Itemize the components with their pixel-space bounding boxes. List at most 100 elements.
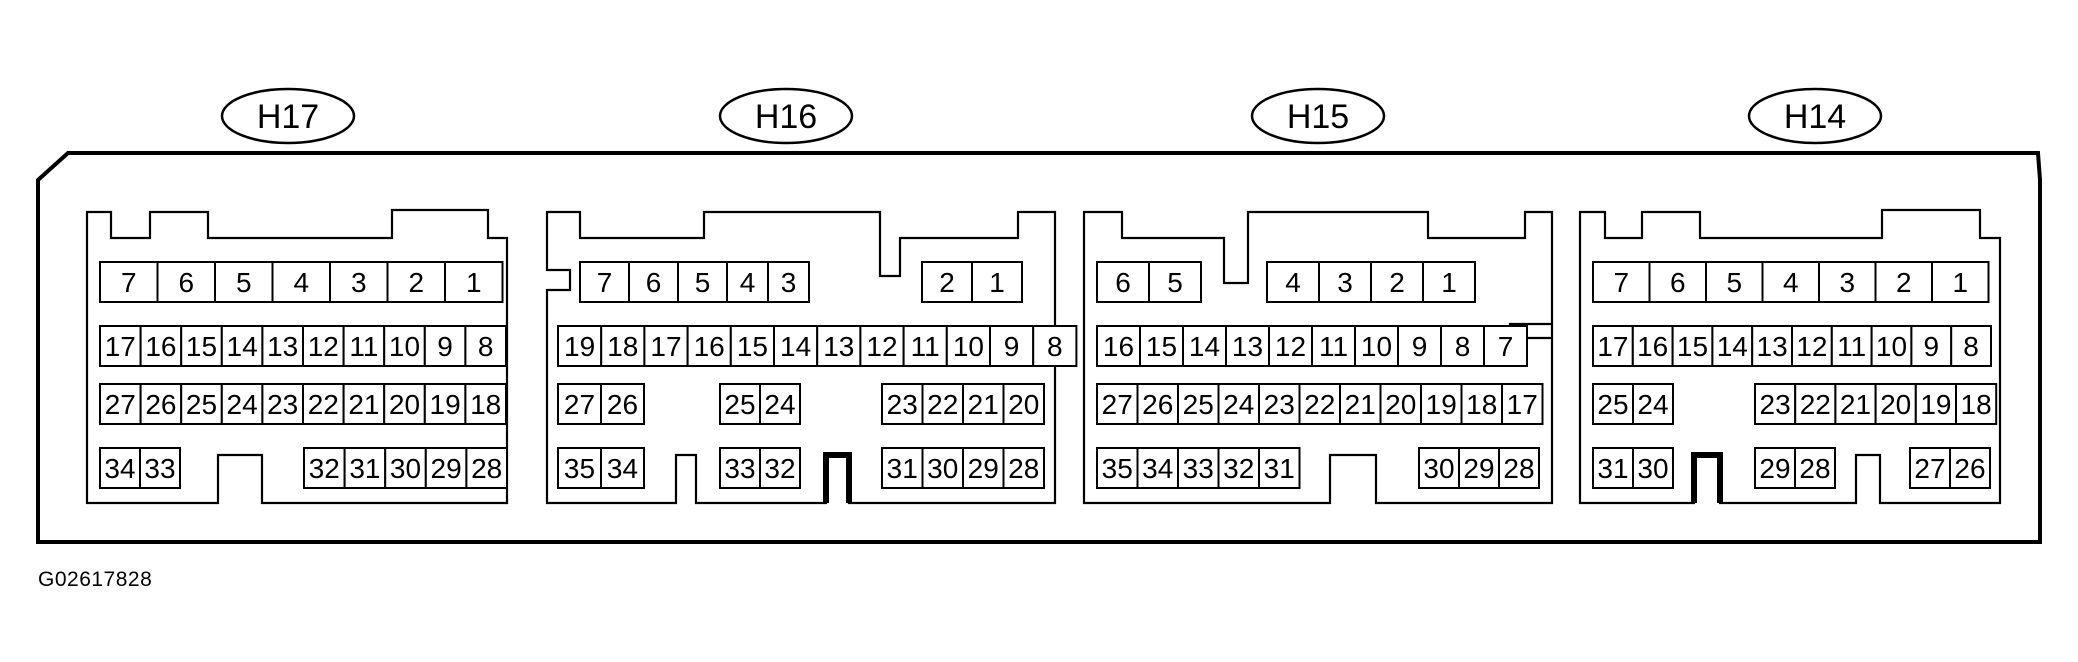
pin-cavity <box>99 325 142 367</box>
pin-number: 14 <box>1189 331 1220 362</box>
pin-number: 33 <box>724 453 755 484</box>
pin-number: 26 <box>145 389 176 420</box>
pin-number: 34 <box>104 453 135 484</box>
pin-cavity <box>1418 447 1460 489</box>
pin-number: 11 <box>349 331 378 362</box>
pin-number: 10 <box>953 331 984 362</box>
pin-number: 13 <box>267 331 298 362</box>
pin-cavity <box>1754 383 1797 425</box>
pin-number: 30 <box>927 453 958 484</box>
pin-number: 22 <box>1800 389 1831 420</box>
connector-label-text: H17 <box>257 98 319 136</box>
pin-number: 23 <box>1760 389 1791 420</box>
pin-number: 9 <box>1004 331 1020 362</box>
pin-number: 13 <box>1232 331 1263 362</box>
pin-number: 11 <box>1837 331 1866 362</box>
pin-number: 31 <box>887 453 918 484</box>
pin-cavity <box>579 261 630 303</box>
pin-number: 6 <box>178 267 194 298</box>
pin-cavity <box>600 383 645 425</box>
pin-cavity <box>1751 325 1793 367</box>
pin-number: 15 <box>186 331 217 362</box>
pin-cavity <box>1592 383 1634 425</box>
pin-cavity <box>1632 447 1674 489</box>
pin-cavity <box>465 447 508 489</box>
pin-number: 26 <box>1142 389 1173 420</box>
pin-number: 30 <box>1637 453 1668 484</box>
pin-cavity <box>759 383 801 425</box>
pin-cavity <box>302 383 345 425</box>
pin-cavity <box>881 383 924 425</box>
pin-cavity <box>945 325 991 367</box>
connector-outline-h15 <box>1082 210 1554 505</box>
pin-number: 35 <box>1102 453 1133 484</box>
pin-cavity <box>1949 447 1991 489</box>
pin-cavity <box>1096 261 1150 303</box>
pin-cavity <box>139 447 181 489</box>
pin-number: 2 <box>1389 267 1405 298</box>
pin-number: 28 <box>1799 453 1830 484</box>
pin-number: 10 <box>1876 331 1907 362</box>
pin-cavity <box>1874 261 1933 303</box>
pin-cavity <box>99 447 141 489</box>
pin-cavity <box>1379 383 1422 425</box>
pin-number: 25 <box>186 389 217 420</box>
pin-cavity <box>1136 383 1179 425</box>
pin-cavity <box>1268 325 1313 367</box>
pin-cavity <box>1834 383 1877 425</box>
pin-number: 3 <box>1337 267 1353 298</box>
pin-number: 16 <box>1637 331 1668 362</box>
connector-label-text: H16 <box>755 98 817 136</box>
pin-number: 7 <box>597 267 613 298</box>
pin-cavity <box>1354 325 1399 367</box>
pin-number: 16 <box>694 331 725 362</box>
pin-number: 9 <box>1412 331 1428 362</box>
pin-cavity <box>1794 447 1836 489</box>
pin-number: 17 <box>650 331 681 362</box>
pin-cavity <box>1148 261 1202 303</box>
pin-number: 16 <box>1103 331 1134 362</box>
pin-number: 15 <box>737 331 768 362</box>
pin-number: 26 <box>1954 453 1985 484</box>
pin-number: 13 <box>823 331 854 362</box>
pin-number: 1 <box>1952 267 1968 298</box>
pin-number: 8 <box>1963 331 1979 362</box>
pin-number: 12 <box>308 331 339 362</box>
pin-number: 5 <box>236 267 252 298</box>
pin-number: 22 <box>1304 389 1335 420</box>
pin-cavity <box>383 325 426 367</box>
pin-cavity <box>1498 447 1540 489</box>
pin-number: 7 <box>1498 331 1514 362</box>
pin-cavity <box>719 383 761 425</box>
pin-number: 14 <box>780 331 811 362</box>
pin-cavity <box>1370 261 1424 303</box>
pin-cavity <box>773 325 819 367</box>
pin-cavity <box>139 325 183 367</box>
pin-number: 20 <box>1008 389 1039 420</box>
pin-number: 4 <box>293 267 309 298</box>
pin-cavity <box>1931 261 1990 303</box>
pin-number: 6 <box>646 267 662 298</box>
pin-cavity <box>1318 261 1372 303</box>
connector-label-ellipse <box>718 87 854 145</box>
pin-cavity <box>220 383 264 425</box>
pin-number: 21 <box>968 389 999 420</box>
connector-label-ellipse <box>220 87 356 145</box>
pin-number: 32 <box>764 453 795 484</box>
pin-cavity <box>220 325 264 367</box>
pin-number: 24 <box>1637 389 1668 420</box>
pin-number: 7 <box>1613 267 1629 298</box>
pin-cavity <box>600 325 646 367</box>
pin-number: 12 <box>1275 331 1306 362</box>
pin-cavity <box>1139 325 1184 367</box>
pin-number: 35 <box>564 453 595 484</box>
pin-number: 21 <box>1840 389 1871 420</box>
pin-number: 18 <box>607 331 638 362</box>
pin-number: 3 <box>351 267 367 298</box>
connector-label-text: H15 <box>1287 98 1349 136</box>
pin-cavity <box>1460 383 1503 425</box>
pin-cavity <box>1422 261 1476 303</box>
